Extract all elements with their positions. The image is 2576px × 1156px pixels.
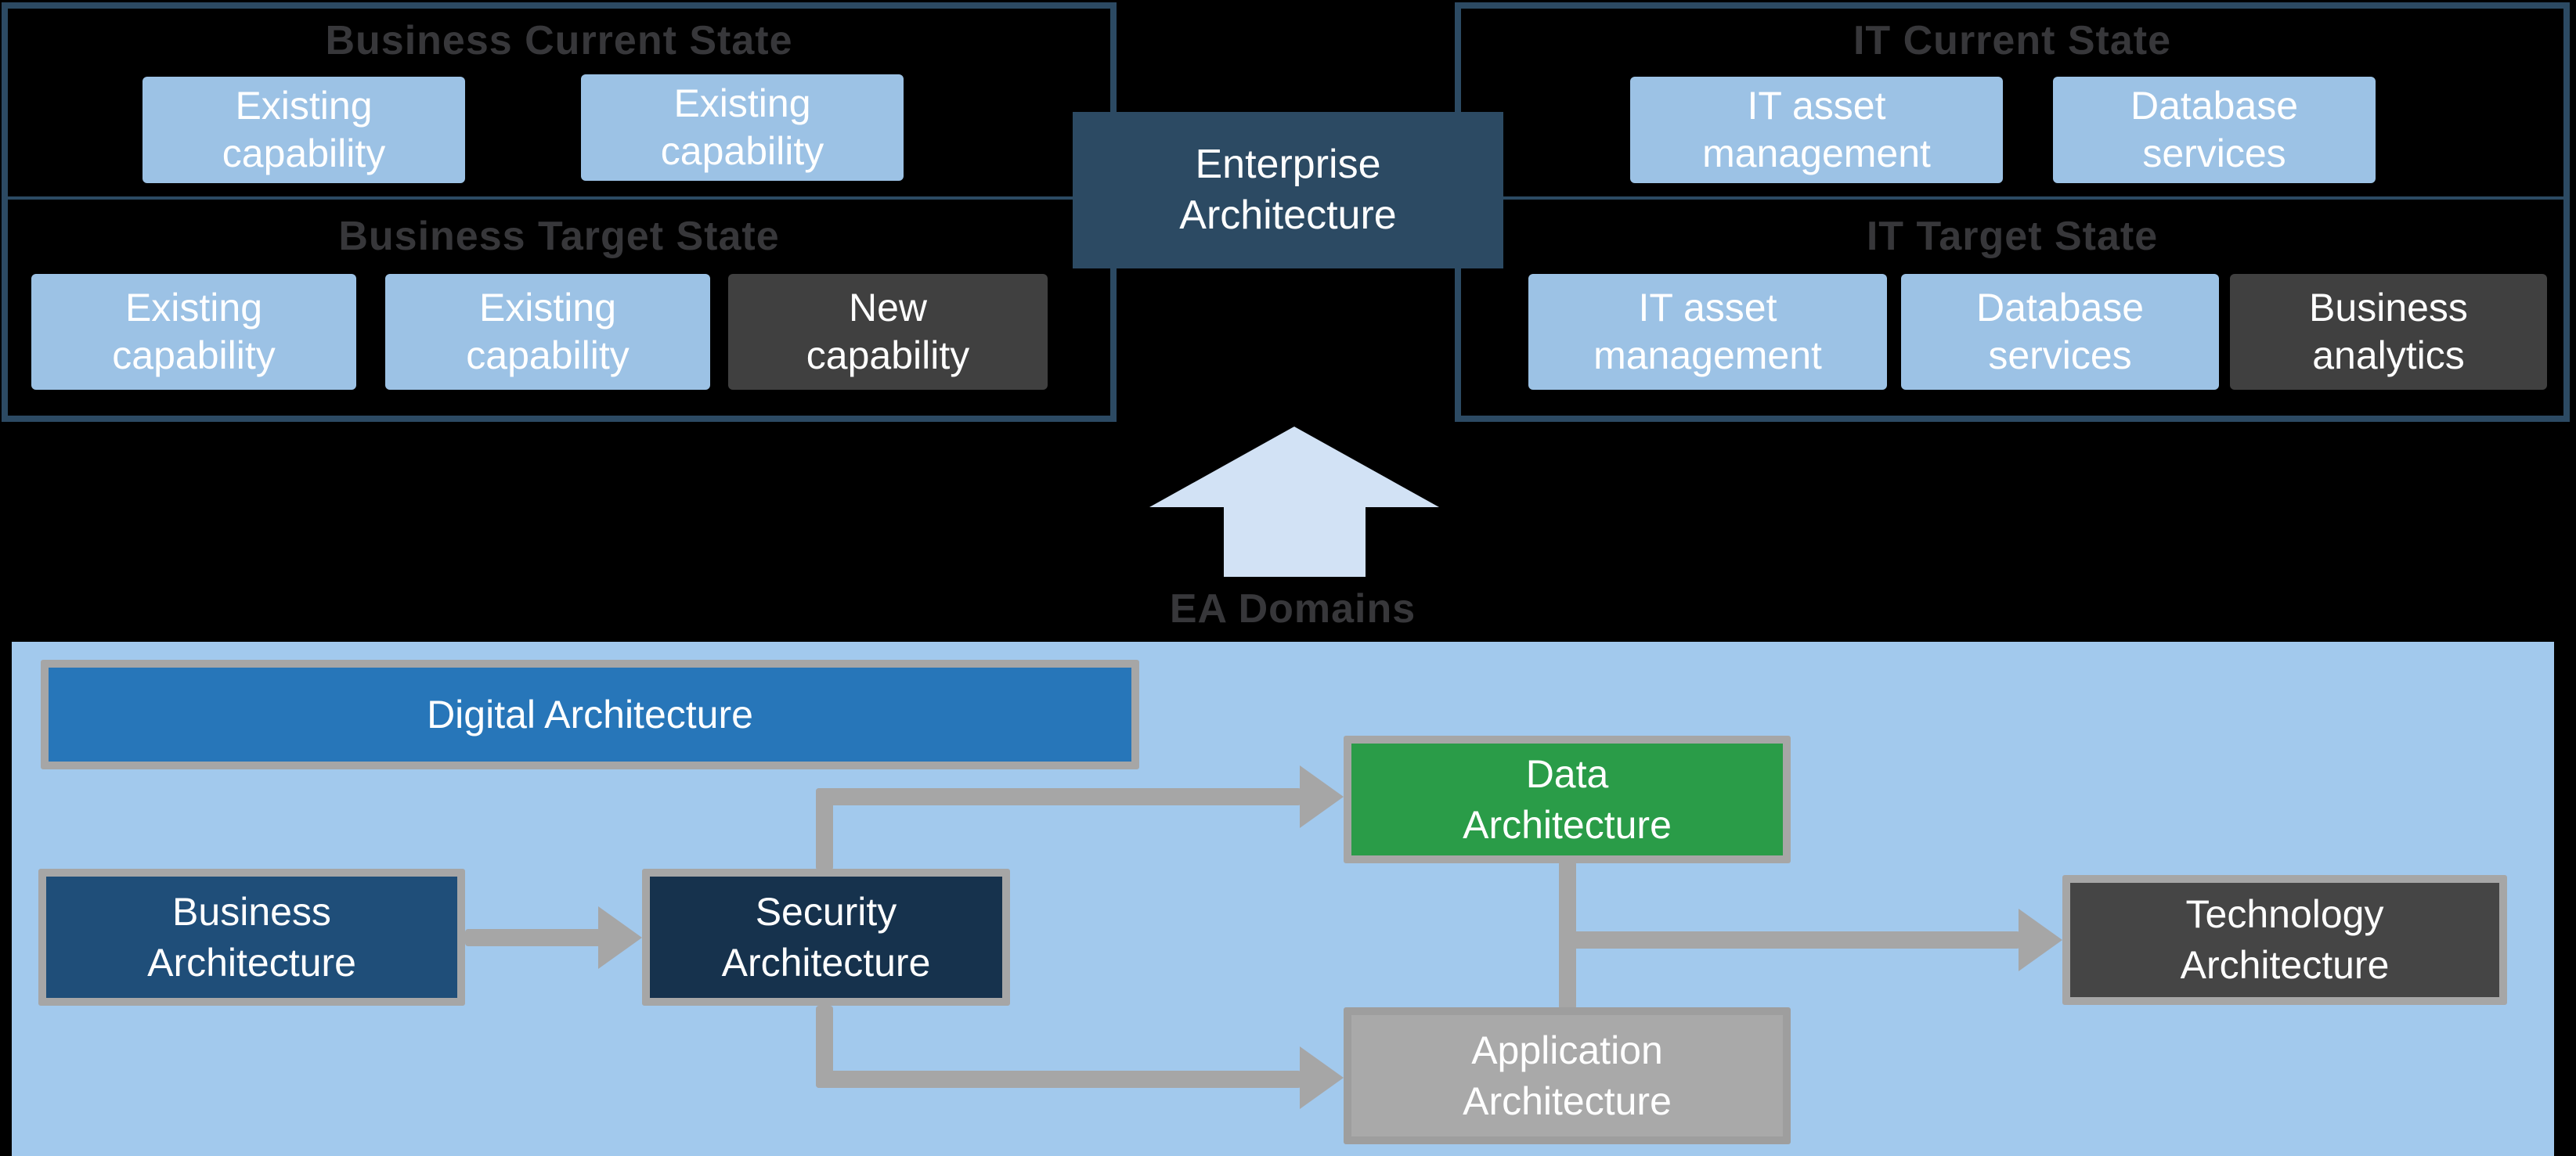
data-architecture-box: Data Architecture: [1344, 736, 1791, 863]
box-label: services: [2142, 131, 2286, 175]
existing-capability-box: Existing capability: [31, 274, 356, 390]
connector-security-application: [816, 1071, 1301, 1088]
digital-architecture-box: Digital Architecture: [41, 660, 1139, 769]
box-label: IT asset: [1638, 286, 1777, 330]
box-label: Application: [1471, 1028, 1663, 1072]
box-label: New: [848, 286, 928, 330]
box-label: management: [1702, 131, 1931, 175]
box-label: Architecture: [1179, 193, 1397, 238]
box-label: Architecture: [2180, 943, 2390, 987]
box-label: Security: [755, 889, 897, 934]
business-architecture-box: Business Architecture: [38, 869, 465, 1006]
connector-business-security: [465, 929, 603, 946]
it-asset-management-box: IT asset management: [1630, 77, 2003, 183]
box-label: Architecture: [1463, 802, 1672, 847]
box-label: Business: [172, 889, 331, 934]
enterprise-architecture-box: Enterprise Architecture: [1073, 112, 1503, 268]
connector-security-data: [816, 788, 1301, 805]
ea-domains-label: EA Domains: [1169, 586, 1416, 632]
it-target-state-title: IT Target State: [1866, 214, 2159, 259]
database-services-box: Database services: [2053, 77, 2376, 183]
box-label: Architecture: [147, 940, 356, 985]
box-label: Data: [1525, 751, 1609, 796]
box-label: capability: [112, 333, 276, 377]
box-label: services: [1988, 333, 2132, 377]
new-capability-box: New capability: [728, 274, 1048, 390]
arrowhead-into-application: [1300, 1046, 1344, 1109]
box-label: Business: [2309, 286, 2468, 330]
it-asset-management-box: IT asset management: [1528, 274, 1887, 390]
it-current-state-title: IT Current State: [1853, 18, 2172, 63]
business-states-divider: [8, 196, 1110, 200]
box-label: Architecture: [721, 940, 931, 985]
business-target-state-title: Business Target State: [338, 214, 780, 259]
it-states-divider: [1461, 196, 2563, 200]
technology-architecture-box: Technology Architecture: [2062, 875, 2507, 1005]
up-arrow-shaft: [1224, 506, 1366, 577]
existing-capability-box: Existing capability: [143, 77, 465, 183]
box-label: analytics: [2312, 333, 2465, 377]
connector-to-technology: [1568, 931, 2020, 949]
box-label: Digital Architecture: [427, 692, 753, 736]
box-label: capability: [806, 333, 970, 377]
box-label: capability: [466, 333, 630, 377]
existing-capability-box: Existing capability: [385, 274, 710, 390]
box-label: Existing: [673, 81, 811, 125]
connector-security-up: [816, 788, 833, 870]
arrowhead-into-technology: [2019, 909, 2062, 971]
box-label: Enterprise: [1195, 142, 1381, 187]
box-label: capability: [660, 129, 824, 173]
business-current-state-title: Business Current State: [325, 18, 793, 63]
box-label: Database: [1975, 286, 2145, 330]
box-label: management: [1593, 333, 1822, 377]
box-label: Existing: [124, 286, 263, 330]
existing-capability-box: Existing capability: [581, 74, 904, 181]
application-architecture-box: Application Architecture: [1344, 1007, 1791, 1144]
box-label: Existing: [235, 84, 373, 128]
arrowhead-into-data: [1300, 765, 1344, 828]
box-label: Technology: [2185, 892, 2384, 936]
up-arrow-icon: [1149, 427, 1439, 507]
box-label: Existing: [478, 286, 617, 330]
box-label: Architecture: [1463, 1079, 1672, 1123]
box-label: capability: [222, 131, 386, 175]
security-architecture-box: Security Architecture: [642, 869, 1010, 1006]
connector-security-down: [816, 1006, 833, 1088]
box-label: IT asset: [1747, 84, 1886, 128]
arrowhead-into-security: [598, 906, 642, 969]
box-label: Database: [2130, 84, 2299, 128]
business-analytics-box: Business analytics: [2230, 274, 2547, 390]
database-services-box: Database services: [1901, 274, 2219, 390]
